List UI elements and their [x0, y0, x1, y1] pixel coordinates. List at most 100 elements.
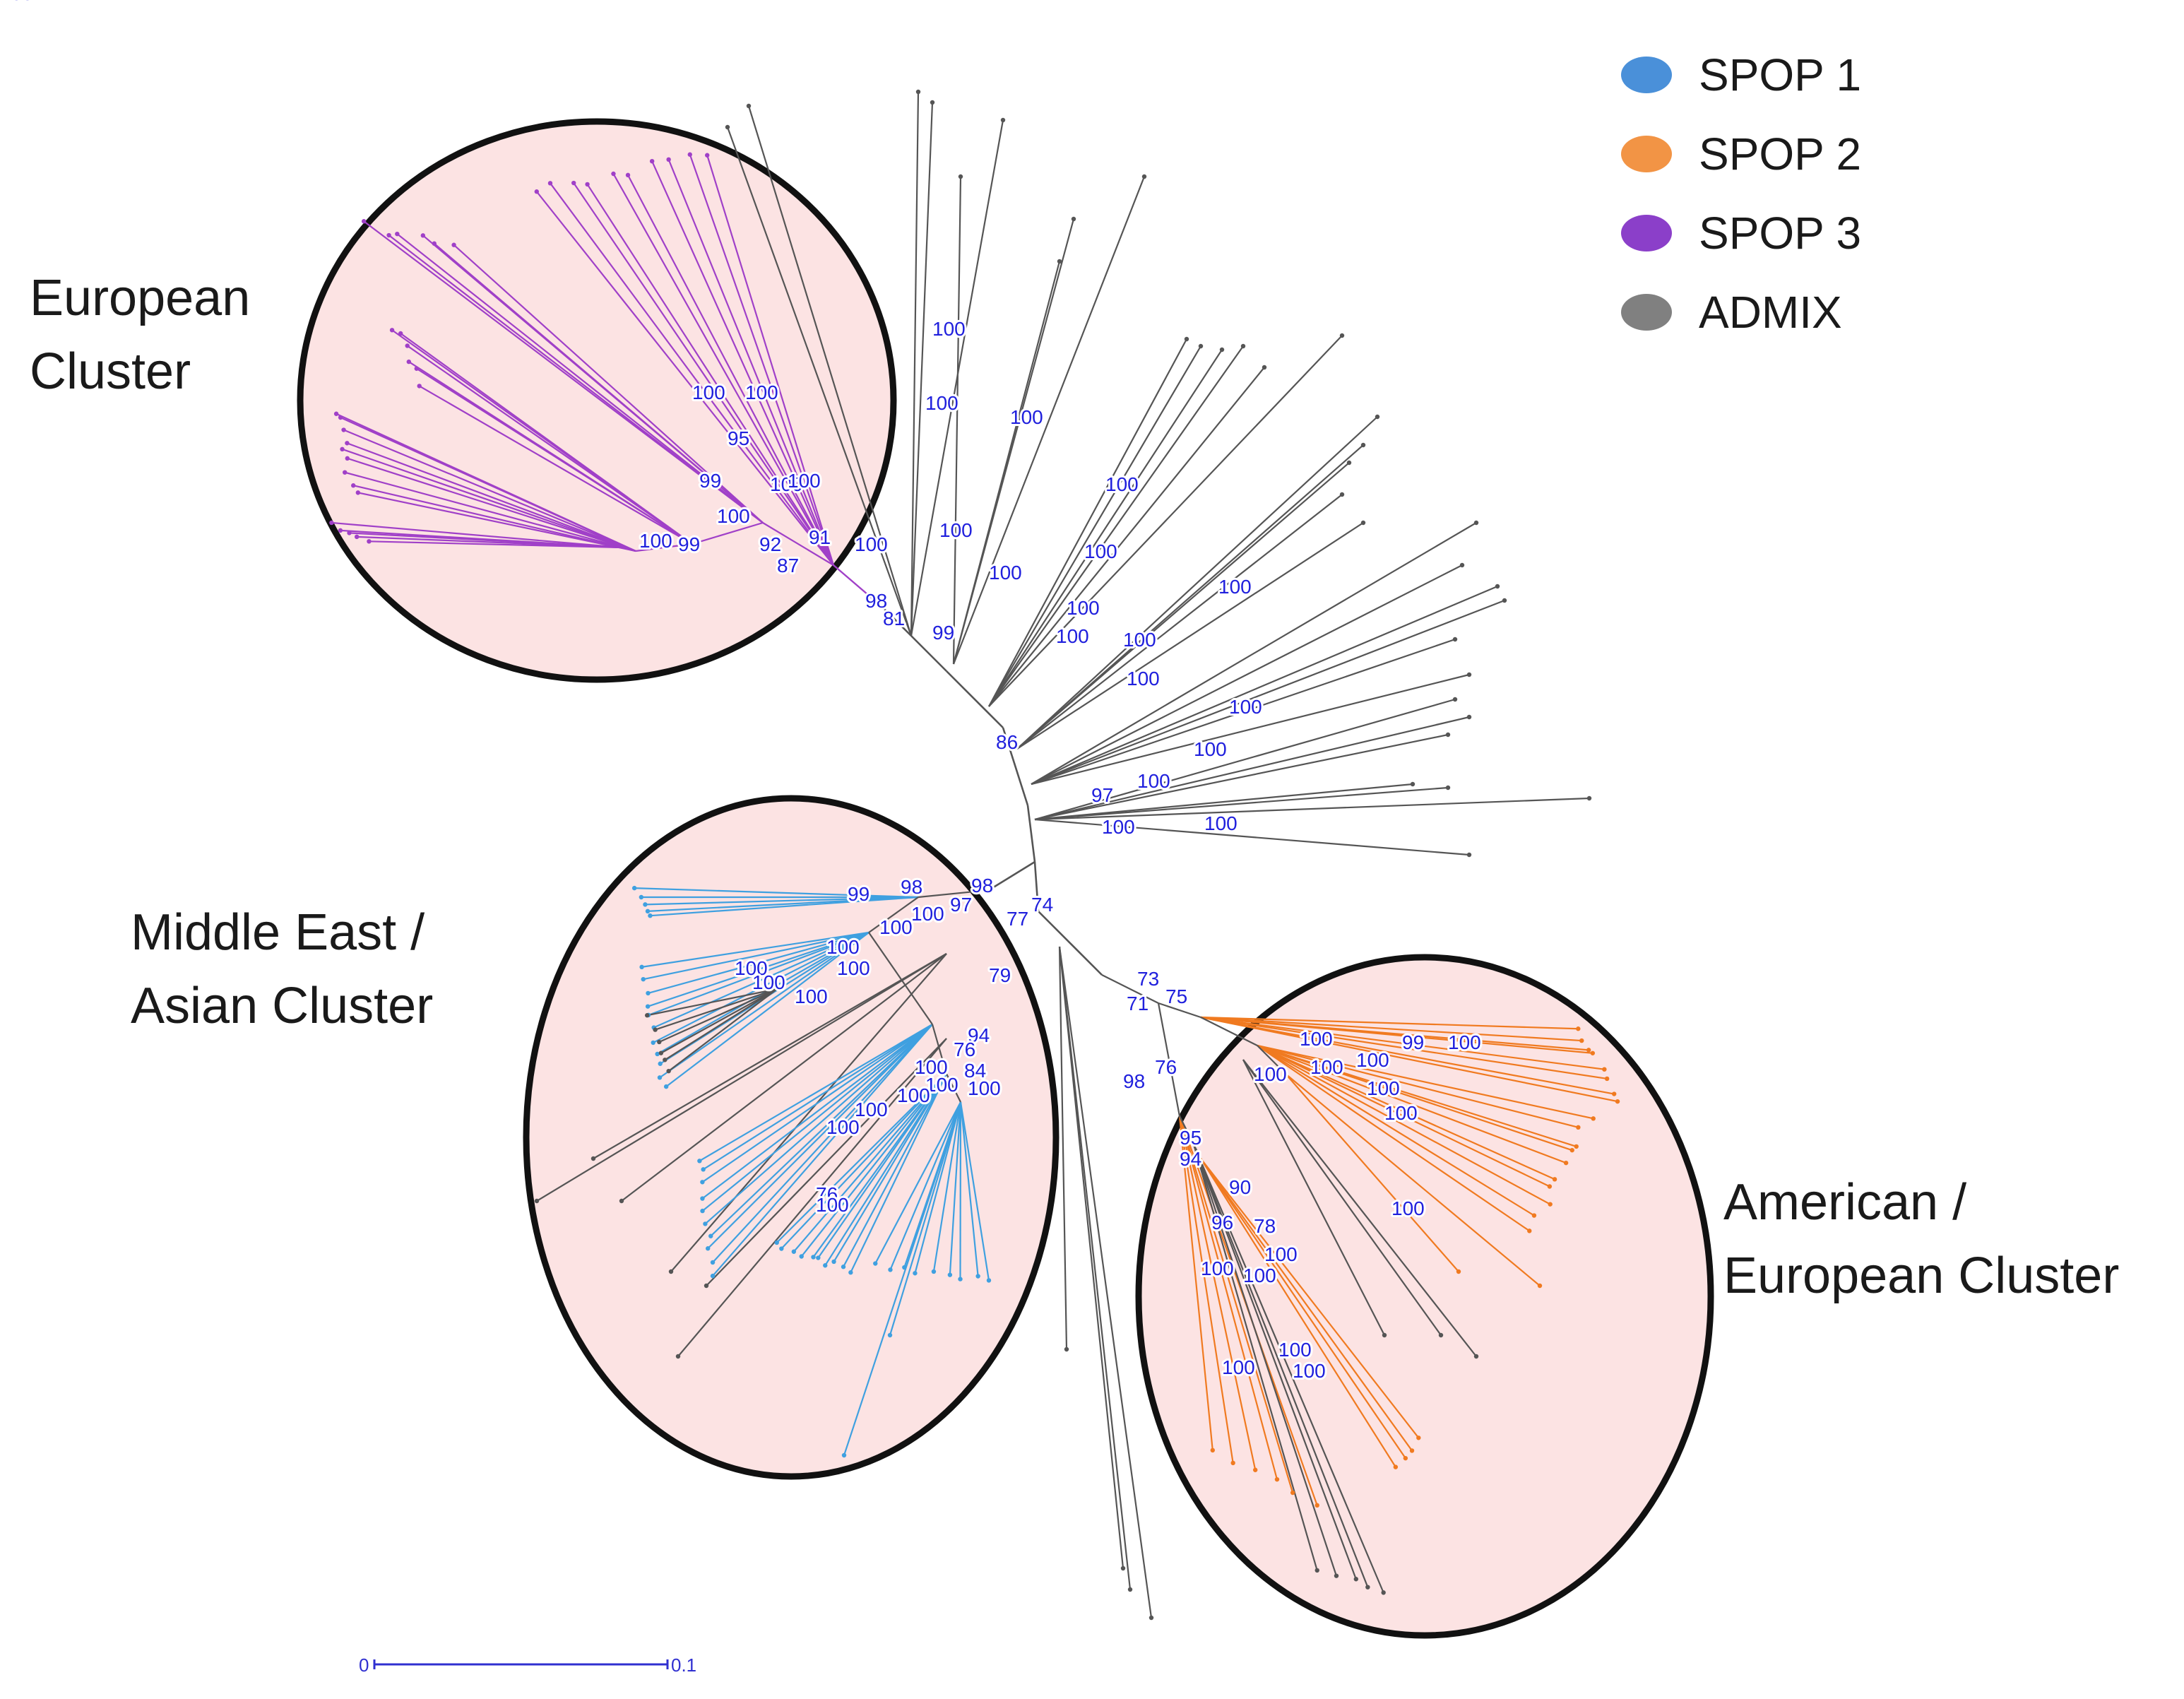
- am-int-4: [1157, 1002, 1181, 1117]
- eu-upper-branch-4: [612, 173, 834, 566]
- north-admix-a-tip-2: [915, 89, 921, 95]
- am-fan-d-branch-2: [1178, 1115, 1257, 1470]
- am-fan-a-branch-3: [1200, 1016, 1593, 1054]
- me-admix-a-branch-0: [646, 988, 778, 1017]
- bootstrap-label-53: 100: [925, 1074, 959, 1096]
- eu-upper-branch-9: [706, 155, 835, 566]
- east-admix-branch-0: [1034, 698, 1456, 821]
- spop2-swatch: [1621, 136, 1672, 172]
- north-admix-e-tip-1: [1459, 562, 1465, 568]
- am-fan-e-tip-0: [1393, 1464, 1399, 1469]
- north-admix-d-branch-0: [1016, 416, 1378, 750]
- am-admix-b-tip-3: [1365, 1585, 1370, 1590]
- am-fan-a-branch-4: [1200, 1016, 1605, 1070]
- bootstrap-label-15: 100: [788, 470, 821, 492]
- eu-upper-tip-9: [705, 153, 710, 158]
- am-fan-d-branch-1: [1178, 1115, 1234, 1464]
- eu-mid-branch-4: [434, 242, 764, 523]
- eu-lower-tip-4: [340, 446, 345, 452]
- north-admix-e-tip-0: [1473, 520, 1479, 526]
- me-fan-a-branch-0: [641, 931, 870, 968]
- me-fan-c-tip-2: [791, 1249, 797, 1254]
- me-admix-a-tip-1: [653, 1027, 658, 1032]
- eu-upper-tip-5: [625, 172, 631, 178]
- north-admix-a-branch-3: [910, 102, 934, 637]
- south-admix-branch-0: [1058, 946, 1068, 1350]
- me-top-branch-0: [634, 887, 919, 899]
- me-fan-e-tip-1: [887, 1332, 893, 1338]
- me-top-tip-1: [639, 894, 644, 900]
- eu-upper-branch-5: [627, 174, 834, 566]
- tree-branches: [331, 91, 1618, 1618]
- am-admix-a-tip-1: [1473, 1354, 1479, 1359]
- north-admix-c-branch-2: [988, 349, 1223, 707]
- south-admix-branch-1: [1058, 946, 1124, 1569]
- bootstrap-label-2: 100: [1010, 406, 1043, 428]
- eu-mid-tip-2: [395, 231, 400, 237]
- north-admix-d-branch-2: [1016, 462, 1350, 750]
- am-fan-d-tip-3: [1274, 1476, 1280, 1482]
- me-int-3: [931, 1024, 948, 1075]
- me-fan-c-tip-9: [848, 1270, 853, 1275]
- me-fan-d-tip-0: [873, 1261, 878, 1266]
- north-admix-c-branch-1: [988, 345, 1201, 707]
- bootstrap-label-81: 100: [1243, 1265, 1276, 1286]
- south-admix-tip-3: [1149, 1615, 1154, 1621]
- backbone-segment-1: [1002, 727, 1029, 806]
- eu-lower-branch-7: [352, 485, 636, 552]
- me-fan-c-branch-1: [781, 1073, 947, 1250]
- eu-upper-tip-0: [534, 189, 540, 194]
- eu-upper-tip-3: [585, 182, 590, 187]
- legend-label-spop1: SPOP 1: [1699, 49, 1862, 100]
- me-fan-c-branch-0: [776, 1073, 947, 1243]
- bootstrap-label-27: 100: [1194, 738, 1227, 760]
- backbone-segment-0: [1026, 805, 1036, 863]
- bootstrap-label-83: 100: [1293, 1360, 1326, 1382]
- eu-int-2: [692, 521, 764, 545]
- me-admix-a-tip-5: [666, 1068, 671, 1074]
- me-fan-c-tip-6: [823, 1263, 828, 1268]
- me-admix-long-tip-2: [619, 1198, 624, 1204]
- bootstrap-label-9: 99: [932, 622, 954, 644]
- eu-mid2-branch-2: [407, 345, 693, 545]
- me-fan-b-branch-1: [703, 1024, 933, 1171]
- north-admix-b-tip-0: [958, 174, 963, 179]
- legend-label-admix: ADMIX: [1699, 287, 1842, 338]
- me-fan-e-branch-0: [843, 1101, 962, 1456]
- am-fan-b-branch-9: [1257, 1045, 1530, 1232]
- eu-bottom-branch-0: [331, 521, 622, 549]
- am-fan-b-tip-4: [1563, 1160, 1569, 1166]
- bootstrap-label-10: 100: [745, 381, 778, 403]
- east-admix-tip-6: [1466, 852, 1472, 858]
- am-fan-d-tip-4: [1290, 1490, 1295, 1496]
- me-fan-c-branch-8: [843, 1073, 947, 1267]
- me-fan-a-branch-4: [648, 931, 870, 1016]
- bootstrap-label-43: 100: [735, 957, 768, 979]
- am-fan-b-branch-6: [1257, 1045, 1550, 1188]
- am-fan-b-branch-0: [1257, 1044, 1594, 1120]
- me-fan-d-tip-6: [958, 1277, 963, 1281]
- north-admix-b-tip-3: [1141, 174, 1147, 179]
- east-admix-branch-2: [1034, 733, 1449, 821]
- bootstrap-label-19: 91: [809, 526, 831, 548]
- eu-mid2-tip-1: [398, 331, 403, 336]
- bootstrap-label-57: 100: [826, 1116, 860, 1138]
- north-admix-a-branch-1: [726, 126, 913, 637]
- me-fan-b-branch-2: [701, 1024, 933, 1183]
- am-fan-e-branch-0: [1200, 1158, 1396, 1468]
- me-fan-b-branch-3: [701, 1024, 933, 1200]
- bootstrap-label-46: 77: [1007, 908, 1028, 930]
- south-admix-branch-3: [1058, 946, 1153, 1618]
- american-cluster-label-line1: American /: [1723, 1174, 1967, 1231]
- eu-mid-tip-3: [420, 233, 426, 238]
- am-admix-b-tip-0: [1314, 1568, 1319, 1573]
- me-fan-a-branch-6: [653, 932, 870, 1043]
- bootstrap-label-17: 99: [678, 533, 700, 555]
- east-admix-branch-4: [1034, 786, 1449, 821]
- me-fan-c-tip-8: [841, 1265, 846, 1269]
- bootstrap-label-14: 100: [770, 473, 803, 495]
- me-admix-long-branch-0: [593, 953, 947, 1159]
- me-admix-a-branch-5: [667, 988, 778, 1072]
- me-fan-c-branch-7: [833, 1073, 947, 1262]
- bootstrap-label-54: 100: [897, 1084, 930, 1106]
